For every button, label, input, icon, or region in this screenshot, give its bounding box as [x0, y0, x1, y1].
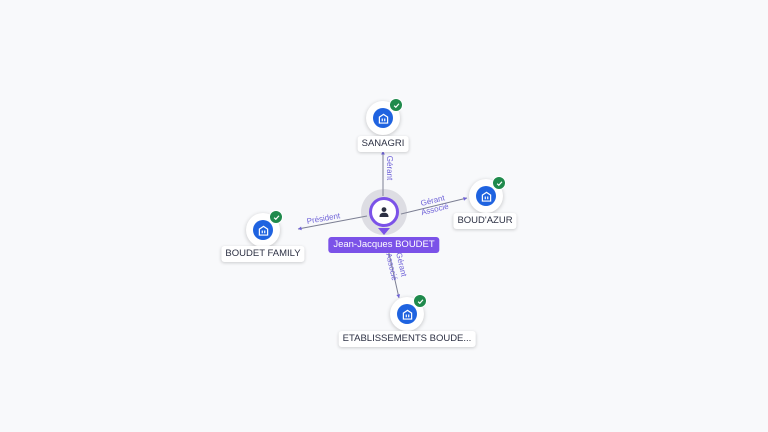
company-node-boudet-family[interactable]	[246, 210, 283, 247]
edge-boud-azur	[400, 197, 468, 215]
edge-arrow-boud-azur	[463, 196, 467, 201]
person-node-pointer	[378, 228, 390, 235]
building-icon	[481, 191, 491, 202]
verified-check-icon	[269, 210, 283, 224]
building-icon	[378, 113, 388, 124]
relation-label-sanagri-0: Gérant	[385, 156, 394, 181]
person-node[interactable]	[369, 197, 399, 227]
company-label-sanagri[interactable]: SANAGRI	[357, 136, 409, 152]
company-label-boudet-family[interactable]: BOUDET FAMILY	[221, 246, 305, 262]
verified-check-icon	[413, 294, 427, 308]
company-label-etablissements[interactable]: ETABLISSEMENTS BOUDE...	[338, 331, 476, 347]
edge-boudet-family	[297, 215, 368, 230]
edge-arrow-etablissements	[396, 294, 401, 298]
building-icon	[258, 225, 268, 236]
edge-arrow-boudet-family	[298, 226, 302, 231]
company-node-etablissements[interactable]	[390, 294, 427, 331]
company-node-sanagri[interactable]	[366, 98, 403, 135]
company-node-boud-azur[interactable]	[469, 176, 506, 213]
edge-etablissements	[387, 248, 400, 299]
edge-arrow-sanagri	[381, 151, 385, 155]
verified-check-icon	[389, 98, 403, 112]
person-name-label[interactable]: Jean-Jacques BOUDET	[328, 237, 440, 253]
company-label-boud-azur[interactable]: BOUD'AZUR	[453, 213, 517, 229]
person-icon	[379, 207, 389, 217]
verified-check-icon	[492, 176, 506, 190]
building-icon	[402, 309, 412, 320]
